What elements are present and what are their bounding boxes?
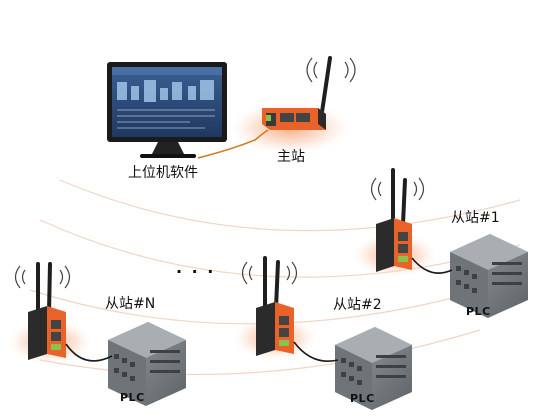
plc-n-label: PLC [120,391,145,404]
cable-icon [65,343,113,362]
monitor-icon [107,62,227,158]
wifi-signal-icon [241,261,298,285]
plc-2-label: PLC [350,392,375,405]
cable-icon [293,341,339,362]
cable-icon [197,129,269,159]
slave-2-label: 从站#2 [333,297,382,313]
host-software-label: 上位机软件 [128,165,198,181]
slave-1-label: 从站#1 [451,210,500,226]
router-icon [376,168,412,272]
plc-1-label: PLC [466,305,491,318]
slave-n-label: 从站#N [105,296,156,312]
wifi-signal-icon [370,177,425,201]
router-icon [262,56,332,130]
wifi-signal-icon [14,265,71,289]
wifi-signal-icon [306,57,356,83]
cable-icon [411,257,453,274]
master-station-label: 主站 [277,149,305,165]
router-icon [28,262,66,360]
plc-icon [335,327,412,410]
ellipsis-label: · · · [176,262,216,281]
plc-icon [450,234,528,318]
plc-icon [108,322,186,406]
router-icon [256,256,294,356]
antenna-icon [320,56,332,114]
